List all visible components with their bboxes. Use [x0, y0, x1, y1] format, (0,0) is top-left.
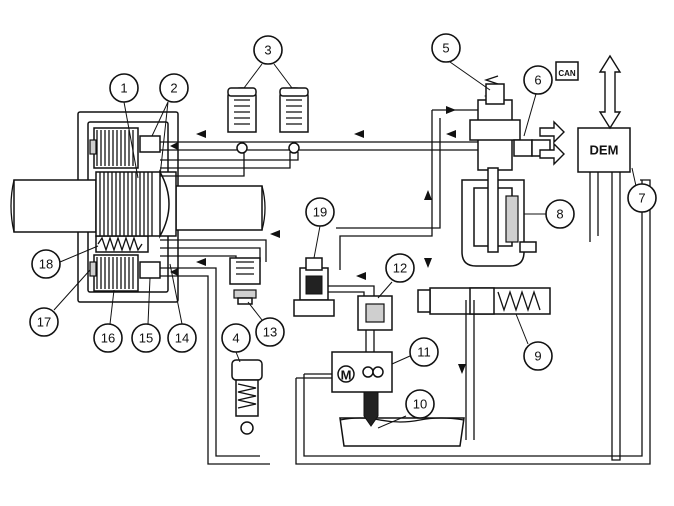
upper-pressure-lines: [160, 109, 480, 270]
lower-pressure-lines: [160, 179, 651, 465]
svg-text:18: 18: [39, 257, 53, 272]
svg-text:11: 11: [417, 345, 431, 360]
svg-text:1: 1: [120, 81, 127, 96]
upper-disc-pack: [93, 127, 139, 169]
lower-piston: [139, 261, 161, 279]
accumulator-right: [279, 87, 309, 154]
callout-8: 8: [524, 199, 575, 229]
callout-15: 15: [131, 277, 161, 353]
callout-16: 16: [93, 289, 123, 353]
return-spring: [95, 235, 149, 253]
solenoid: [461, 167, 537, 267]
left-seal-upper: [89, 139, 97, 155]
left-seal-lower: [89, 261, 97, 277]
callout-3: 3: [243, 35, 293, 89]
svg-text:14: 14: [175, 331, 189, 346]
svg-text:13: 13: [263, 325, 277, 340]
svg-text:17: 17: [37, 315, 51, 330]
callout-11: 11: [391, 337, 439, 367]
callout-19: 19: [305, 197, 335, 259]
callout-4: 4: [221, 323, 251, 363]
svg-text:2: 2: [170, 81, 177, 96]
svg-text:19: 19: [313, 205, 327, 220]
pressure-regulator: [229, 257, 261, 305]
relief-valve: [417, 287, 551, 315]
svg-text:3: 3: [264, 43, 271, 58]
filter: [357, 295, 393, 331]
callout-6: 6: [523, 65, 553, 137]
callout-5: 5: [431, 33, 491, 91]
callout-14: 14: [167, 263, 197, 353]
motor-label: M: [341, 368, 352, 383]
flow-arrows: [170, 106, 466, 374]
svg-text:7: 7: [638, 191, 645, 206]
callout-10: 10: [377, 389, 435, 429]
accumulator-left: [227, 87, 257, 154]
callout-18: 18: [31, 245, 99, 279]
pressure-sensor: [513, 120, 565, 166]
callout-7: 7: [627, 167, 657, 213]
ecu-label: DEM: [590, 143, 619, 158]
svg-text:12: 12: [393, 261, 407, 276]
can-label: CAN: [558, 69, 576, 78]
callout-12: 12: [377, 253, 415, 299]
svg-text:8: 8: [556, 207, 563, 222]
svg-text:16: 16: [101, 331, 115, 346]
callout-17: 17: [29, 269, 91, 337]
check-valve: [231, 359, 263, 435]
pump-motor: M: [331, 351, 393, 393]
callout-1: 1: [109, 73, 139, 179]
directional-valve: [293, 257, 335, 317]
callout-13: 13: [247, 301, 285, 347]
ecu-box: DEM: [577, 127, 631, 461]
svg-text:10: 10: [413, 397, 427, 412]
svg-text:6: 6: [534, 73, 541, 88]
drive-shaft: [10, 169, 266, 239]
svg-text:4: 4: [232, 331, 239, 346]
callout-9: 9: [515, 313, 553, 371]
can-bus: CAN: [555, 54, 622, 130]
svg-text:9: 9: [534, 349, 541, 364]
upper-piston: [139, 135, 161, 153]
svg-text:5: 5: [442, 41, 449, 56]
pressure-valve: [469, 75, 521, 171]
callout-2: 2: [151, 73, 189, 177]
lower-disc-pack: [93, 254, 139, 292]
svg-text:15: 15: [139, 331, 153, 346]
